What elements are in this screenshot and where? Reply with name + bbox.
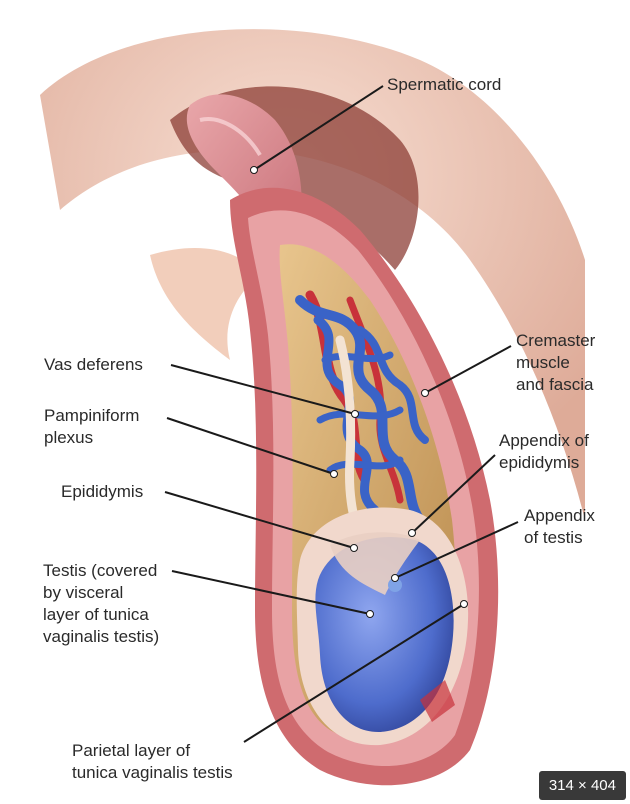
pampiniform-plexus-shape: [295, 290, 429, 545]
label-appendix-testis: Appendix of testis: [524, 506, 595, 547]
label-vas-deferens: Vas deferens: [44, 355, 143, 374]
leader-dots: [250, 166, 468, 618]
image-size-badge: 314 × 404: [538, 771, 626, 800]
label-appendix-epididymis: Appendix of epididymis: [499, 431, 589, 472]
testis-shape: [296, 507, 469, 746]
label-epididymis: Epididymis: [61, 482, 144, 501]
label-testis: Testis (covered by visceral layer of tun…: [43, 561, 160, 646]
label-pampiniform-plexus: Pampiniform plexus: [44, 406, 140, 447]
label-spermatic-cord: Spermatic cord: [387, 75, 502, 94]
leader-lines: [164, 85, 519, 743]
label-parietal-layer: Parietal layer of tunica vaginalis testi…: [72, 741, 233, 782]
label-cremaster-muscle: Cremaster muscle and fascia: [516, 331, 596, 394]
